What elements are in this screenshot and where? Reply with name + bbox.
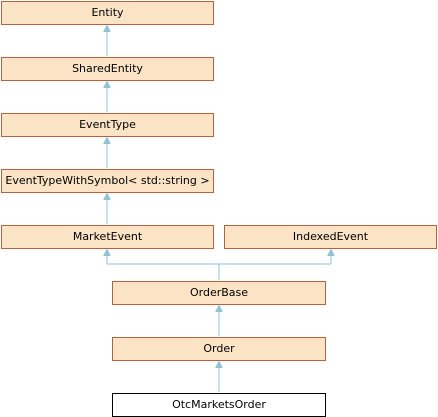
node-event-type[interactable]: EventType bbox=[1, 113, 214, 137]
node-entity[interactable]: Entity bbox=[1, 1, 214, 25]
node-shared-entity[interactable]: SharedEntity bbox=[1, 57, 214, 81]
node-market-event[interactable]: MarketEvent bbox=[1, 225, 214, 249]
node-indexed-event[interactable]: IndexedEvent bbox=[224, 225, 437, 249]
node-otc-markets-order: OtcMarketsOrder bbox=[112, 393, 326, 417]
node-order-base[interactable]: OrderBase bbox=[112, 281, 326, 305]
node-event-type-with-symbol[interactable]: EventTypeWithSymbol< std::string > bbox=[1, 169, 214, 193]
node-order[interactable]: Order bbox=[112, 337, 326, 361]
